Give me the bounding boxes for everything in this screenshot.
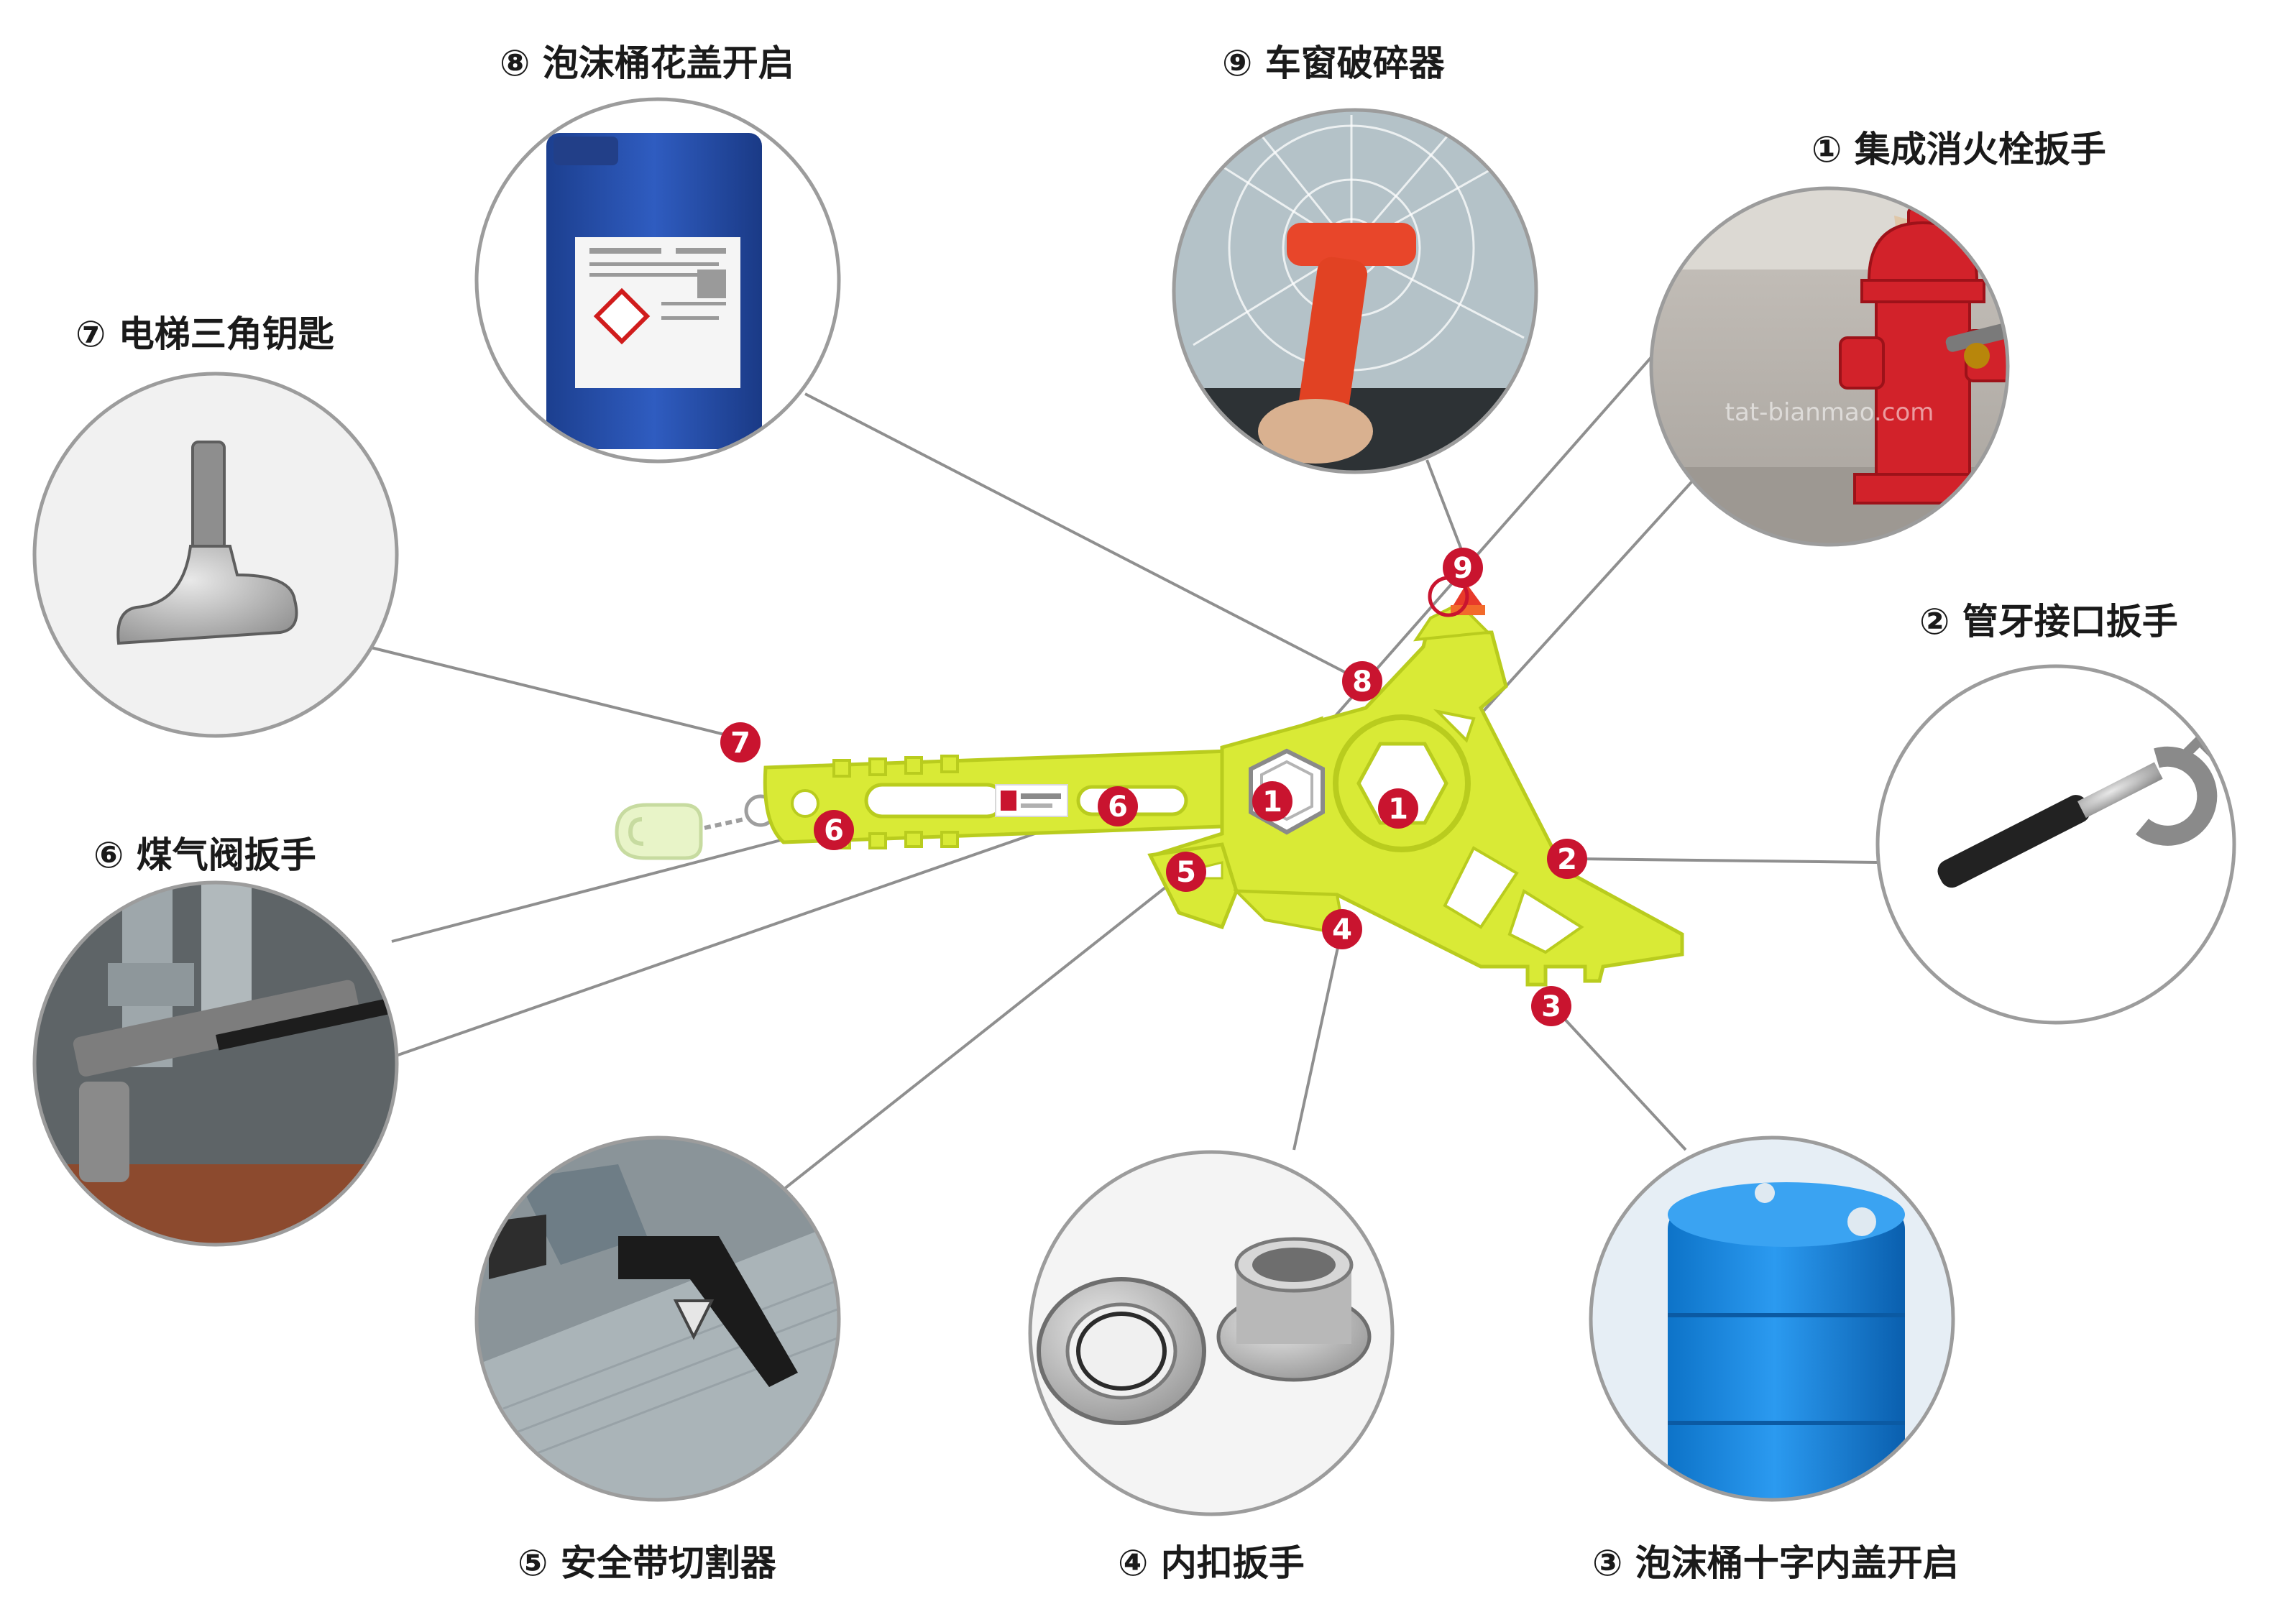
marker-label: 8: [1352, 665, 1372, 699]
marker-1-small-hex: 1: [1252, 781, 1292, 821]
marker-5: 5: [1166, 852, 1206, 892]
photo-triangle-key: [32, 372, 399, 738]
photo-gas-valve: [32, 880, 399, 1247]
marker-label: 1: [1262, 786, 1282, 819]
label-window-breaker: ⑨ 车窗破碎器: [1222, 42, 1445, 84]
marker-1-large-hex: 1: [1378, 788, 1418, 829]
label-elevator-key: ⑦ 电梯三角钥匙: [75, 313, 334, 355]
lanyard-clip: [615, 794, 777, 860]
photo-belt-cutter: [474, 1135, 841, 1502]
hydrant-watermark: tat-bianmao.com: [1725, 398, 1934, 427]
marker-label: 9: [1453, 552, 1473, 585]
label-belt-cutter: ⑤ 安全带切割器: [518, 1542, 776, 1584]
photo-blue-barrel: [1589, 1135, 1955, 1502]
photo-chemical-can: [474, 97, 841, 464]
photo-hook-spanner: [1875, 664, 2236, 1025]
label-gas-valve-wrench: ⑥ 煤气阀扳手: [93, 834, 316, 876]
marker-9: 9: [1443, 548, 1483, 588]
marker-label: 5: [1176, 856, 1196, 889]
number-markers: 1 1 2 3 4 5 6 6: [720, 548, 1587, 1026]
label-thread-coupling-wrench: ② 管牙接口扳手: [1919, 601, 2178, 642]
marker-6-end: 6: [814, 810, 854, 850]
label-inner-coupling-wrench: ④ 内扣扳手: [1118, 1542, 1305, 1584]
marker-4: 4: [1322, 909, 1362, 949]
marker-label: 6: [824, 814, 844, 847]
marker-7: 7: [720, 722, 761, 763]
marker-label: 7: [730, 727, 750, 760]
photo-couplings: [1028, 1150, 1395, 1516]
photo-window-breaker: [1172, 108, 1538, 474]
marker-8: 8: [1342, 661, 1382, 701]
photo-fire-hydrant: tat-bianmao.com: [1649, 186, 2010, 547]
marker-3: 3: [1531, 986, 1571, 1026]
label-hydrant-wrench: ① 集成消火栓扳手: [1811, 129, 2106, 170]
marker-label: 2: [1557, 843, 1577, 876]
marker-label: 6: [1108, 791, 1128, 824]
marker-6-handle: 6: [1098, 786, 1138, 826]
marker-label: 3: [1541, 990, 1561, 1023]
marker-2: 2: [1547, 839, 1587, 879]
label-barrel-flower-cap: ⑧ 泡沫桶花盖开启: [500, 42, 794, 84]
marker-label: 1: [1388, 793, 1408, 826]
marker-label: 4: [1332, 913, 1352, 946]
label-barrel-cross-cap: ③ 泡沫桶十字内盖开启: [1592, 1542, 1959, 1584]
